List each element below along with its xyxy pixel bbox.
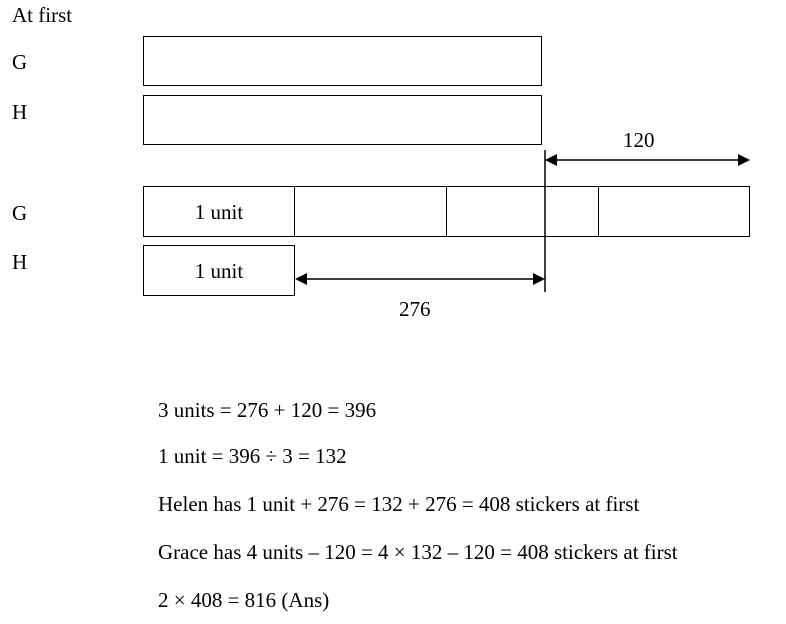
arrow-120-left-head: [545, 154, 557, 166]
label-g-first: G: [12, 50, 28, 74]
h-unit-label: 1 unit: [194, 259, 244, 283]
arrow-276-right-head: [533, 273, 545, 285]
working-line-3: Helen has 1 unit + 276 = 132 + 276 = 408…: [158, 492, 640, 516]
bar-h-first: [143, 95, 542, 145]
label-h-after: H: [12, 250, 28, 274]
working-line-2: 1 unit = 396 ÷ 3 = 132: [158, 444, 347, 468]
h-segment-1: [143, 245, 295, 296]
label-h-first: H: [12, 100, 28, 124]
arrow-label-120: 120: [623, 128, 655, 152]
arrow-label-276: 276: [399, 297, 431, 321]
label-g-after: G: [12, 201, 28, 225]
g-unit-label: 1 unit: [194, 200, 244, 224]
g-segment-4: [598, 186, 750, 237]
working-line-5: 2 × 408 = 816 (Ans): [158, 588, 330, 612]
arrow-276-left-head: [295, 273, 307, 285]
heading-at-first: At first: [12, 3, 73, 27]
arrow-120-right-head: [738, 154, 750, 166]
working-line-1: 3 units = 276 + 120 = 396: [158, 398, 377, 422]
working-line-4: Grace has 4 units – 120 = 4 × 132 – 120 …: [158, 540, 678, 564]
bar-g-first: [143, 36, 542, 86]
